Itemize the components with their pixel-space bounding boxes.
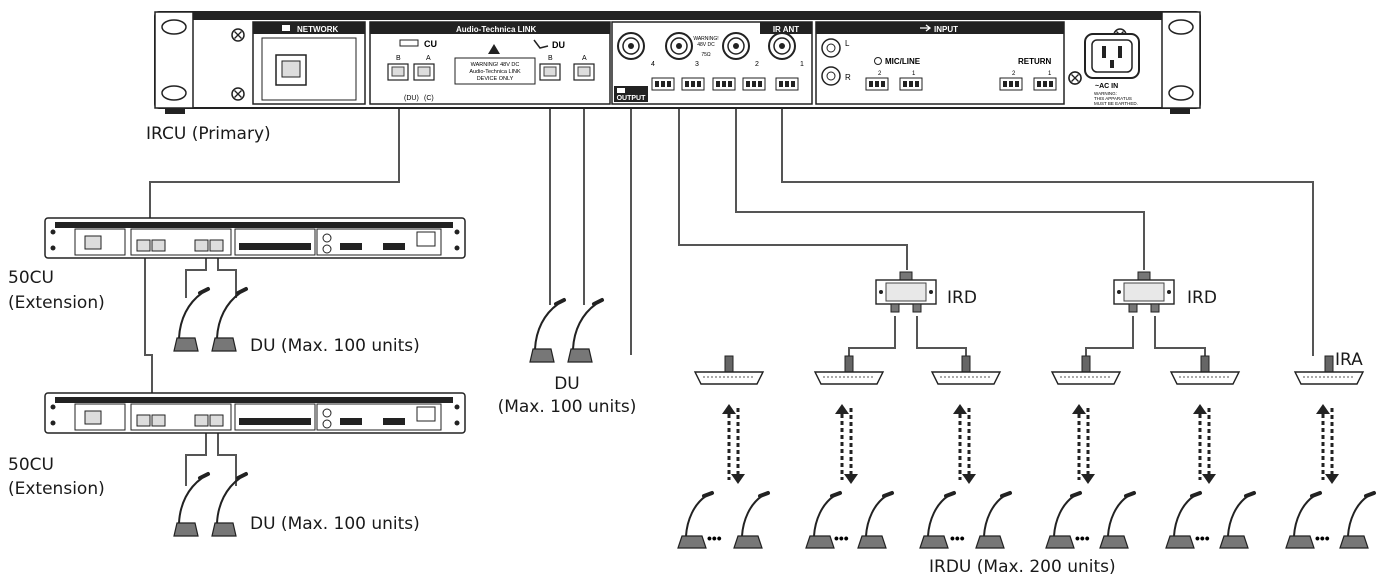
svg-text:•••: •••: [707, 530, 722, 546]
ircu-label: IRCU (Primary): [146, 124, 271, 145]
ac-in-label: ~AC IN: [1095, 83, 1118, 90]
du-port-a-label: A: [582, 55, 587, 62]
irdu-group-1: •••: [678, 493, 768, 548]
port-a-label: A: [426, 55, 431, 62]
ant-3-label: 3: [695, 61, 699, 68]
network-icon: [282, 25, 290, 31]
ird1-to-radiator-b: [917, 316, 966, 356]
ird-1-label: IRD: [947, 288, 977, 309]
du-label-cu50b: DU (Max. 100 units): [250, 514, 420, 535]
irdu-mic-groups: ••• ••• ••• ••• ••• •••: [678, 493, 1374, 548]
ant-2-label: 2: [755, 61, 759, 68]
cu50-a-label-line1: 50CU: [8, 268, 54, 289]
c-marker-label: (C): [424, 95, 434, 102]
ird-2-label: IRD: [1187, 288, 1217, 309]
audio-link-label: Audio-Technica LINK: [456, 25, 537, 34]
irdu-group-5: •••: [1166, 493, 1254, 548]
cu50-extension-unit-1: [45, 218, 465, 258]
cu50-b-label-line2: (Extension): [8, 479, 105, 500]
ircu-primary-unit: NETWORK Audio-Technica LINK CU B A (DU) …: [155, 12, 1200, 114]
ird-splitter-1: [876, 272, 936, 312]
ird2-to-radiator-b: [1155, 316, 1205, 356]
port-b-label: B: [396, 55, 401, 62]
ant-warning-line-2: 48V DC: [697, 42, 715, 48]
du-label-cu50a: DU (Max. 100 units): [250, 336, 420, 357]
du-ports-label: DU: [552, 40, 565, 50]
ir-ant-connector-3[interactable]: [666, 33, 692, 59]
ir-ant-connector-4[interactable]: [618, 33, 644, 59]
du-cable-cu50b-2: [218, 425, 236, 486]
ant-ohm-label: 75Ω: [701, 52, 711, 58]
du-label-center-line1: DU: [492, 374, 642, 395]
return-label: RETURN: [1018, 57, 1052, 66]
ant-1-label: 1: [800, 61, 804, 68]
earth-line-3: MUST BE EARTHED.: [1094, 101, 1138, 106]
svg-text:•••: •••: [1195, 530, 1210, 546]
svg-text:•••: •••: [1075, 530, 1090, 546]
du-port-b[interactable]: [540, 64, 560, 80]
ant-4-label: 4: [651, 61, 655, 68]
du-label-center-line2: (Max. 100 units): [482, 397, 652, 418]
cu-label: CU: [424, 39, 437, 49]
du-port-b-label: B: [548, 55, 553, 62]
ir-ant-connector-2[interactable]: [723, 33, 749, 59]
ground-icon: [1069, 72, 1081, 84]
output-icon: [617, 88, 625, 93]
warning-line-2: Audio-Technica LINK: [469, 69, 521, 75]
irdu-group-4: •••: [1046, 493, 1134, 548]
ird2-to-radiator-a: [1086, 316, 1133, 356]
ir-ant-connector-1[interactable]: [769, 33, 795, 59]
cu-port-b[interactable]: [388, 64, 408, 80]
du-mic-group-center: [530, 300, 602, 362]
irdu-group-2: •••: [806, 493, 892, 548]
cu50-a-label-line2: (Extension): [8, 293, 105, 314]
mic-line-label: MIC/LINE: [885, 57, 921, 66]
svg-text:•••: •••: [1315, 530, 1330, 546]
ir-signal-arrows: [722, 404, 1339, 484]
svg-text:•••: •••: [950, 530, 965, 546]
ira-label: IRA: [1335, 350, 1363, 371]
du-mic-group-cu50a: [174, 289, 246, 351]
ird-splitter-2: [1114, 272, 1174, 312]
ird1-to-radiator-a: [849, 316, 895, 356]
rca-l-label: L: [845, 39, 850, 48]
input-label: INPUT: [934, 25, 958, 34]
ir-radiators: [695, 356, 1363, 384]
cu50-b-label-line1: 50CU: [8, 455, 54, 476]
irdu-group-3: •••: [920, 493, 1010, 548]
du-marker-label: (DU): [404, 95, 419, 102]
link-cable-50cu-to-50cu: [145, 250, 152, 403]
warning-line-3: DEVICE ONLY: [477, 76, 514, 82]
cu-port-a[interactable]: [414, 64, 434, 80]
du-port-a[interactable]: [574, 64, 594, 80]
output-label: OUTPUT: [617, 95, 647, 102]
cu50-extension-unit-2: [45, 393, 465, 433]
rca-r-label: R: [845, 73, 851, 82]
irdu-group-6: •••: [1286, 493, 1374, 548]
svg-text:•••: •••: [834, 530, 849, 546]
warning-line-1: WARNING! 48V DC: [471, 62, 520, 68]
network-label: NETWORK: [297, 25, 339, 34]
irdu-label: IRDU (Max. 200 units): [929, 557, 1116, 578]
